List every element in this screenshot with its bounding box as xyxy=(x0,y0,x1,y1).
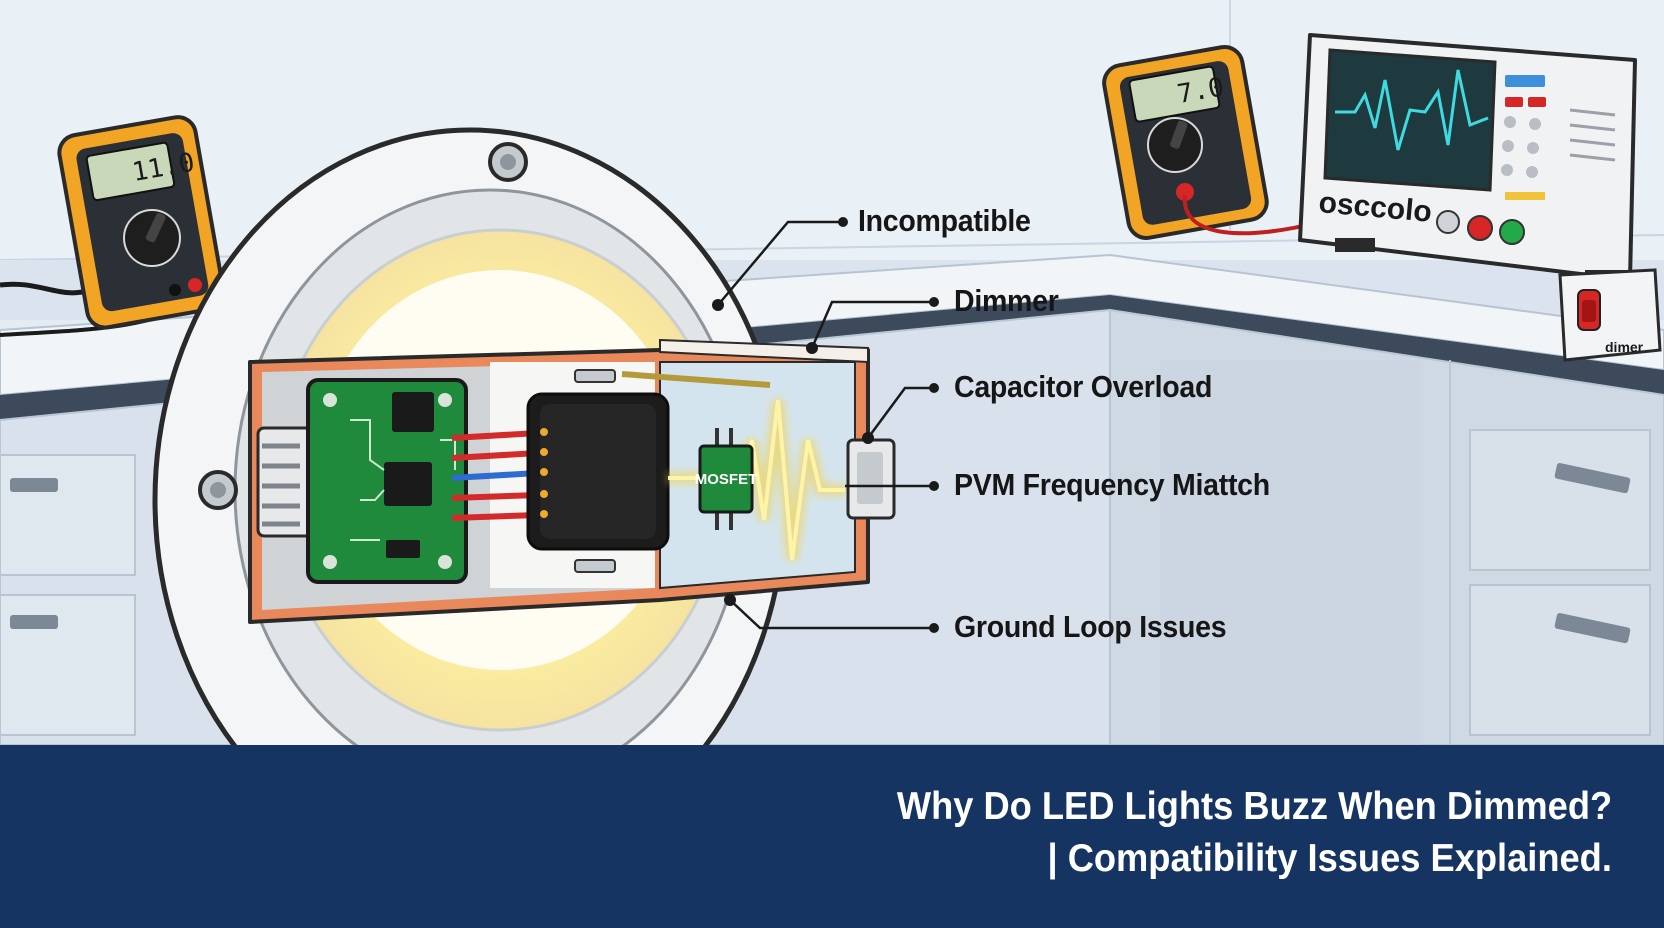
callout-ground-loop-issues: Ground Loop Issues xyxy=(954,609,1227,644)
callout-capacitor-overload: Capacitor Overload xyxy=(954,369,1213,404)
driver-wires xyxy=(451,430,539,521)
title-banner: Why Do LED Lights Buzz When Dimmed? | Co… xyxy=(0,745,1664,928)
dimmer-switch-label: dimer xyxy=(1605,339,1644,355)
leader-lines xyxy=(717,220,934,630)
pcb-board xyxy=(306,378,468,584)
oscilloscope xyxy=(1298,33,1637,284)
multimeter-right xyxy=(1102,44,1321,240)
dimmer-switch xyxy=(1558,268,1662,362)
mosfet-chip xyxy=(698,428,754,530)
title-line-1: Why Do LED Lights Buzz When Dimmed? xyxy=(896,785,1612,828)
mosfet-label: MOSFET xyxy=(695,471,758,488)
multimeter-left xyxy=(0,115,226,337)
output-connector xyxy=(846,438,896,520)
title-line-2: | Compatibility Issues Explained. xyxy=(1047,837,1612,880)
callout-incompatible: Incompatible xyxy=(858,203,1031,238)
driver-module xyxy=(526,392,670,551)
callout-dimmer: Dimmer xyxy=(954,283,1059,318)
callout-pwm-frequency-mismatch: PVM Frequency Miattch xyxy=(954,467,1270,502)
leader-dots xyxy=(712,217,939,633)
